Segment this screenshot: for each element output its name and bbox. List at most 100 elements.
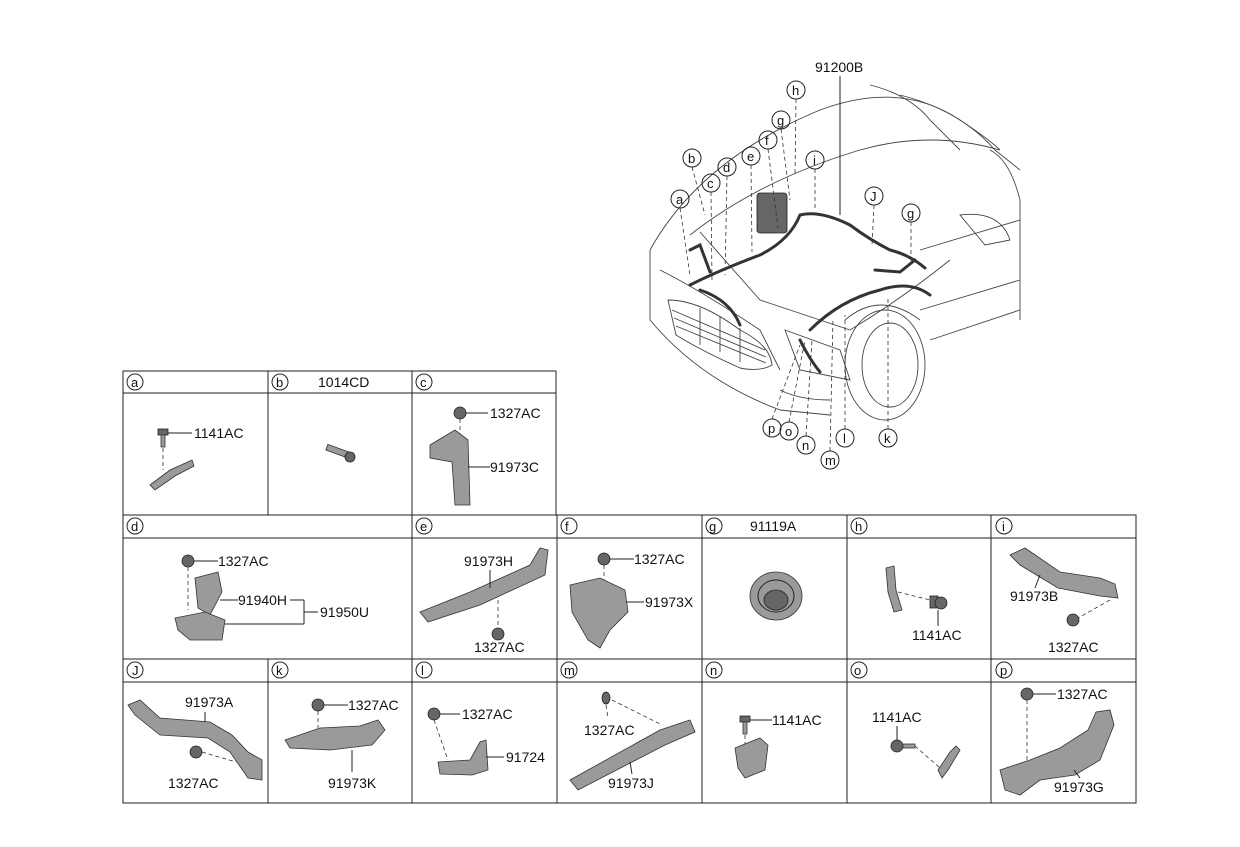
cell-m: m 1327AC 91973J xyxy=(560,661,696,791)
callouts: a b c d e f g h i J g p o n m l k xyxy=(670,80,921,470)
protector-icon xyxy=(284,719,386,751)
protector-icon xyxy=(429,429,471,506)
callout-g: g xyxy=(771,110,791,201)
svg-text:c: c xyxy=(707,176,714,191)
grid-row-1 xyxy=(122,370,557,516)
svg-text:g: g xyxy=(777,113,784,128)
callout-h: h xyxy=(786,80,806,176)
bolt-icon xyxy=(929,595,948,610)
svg-text:91940H: 91940H xyxy=(238,592,287,608)
cell-o: o 1141AC xyxy=(850,661,961,779)
bracket-icon xyxy=(937,745,961,779)
callout-i: i xyxy=(805,150,825,210)
junction-block-icon xyxy=(174,611,226,641)
svg-text:1327AC: 1327AC xyxy=(634,551,685,567)
svg-text:1327AC: 1327AC xyxy=(1048,639,1099,655)
svg-text:d: d xyxy=(131,519,138,534)
protector-icon xyxy=(127,699,263,781)
nut-icon xyxy=(1020,687,1034,701)
svg-text:c: c xyxy=(420,375,427,390)
nut-icon xyxy=(427,707,441,721)
callout-f: f xyxy=(758,130,779,229)
cell-b-header: 1014CD xyxy=(318,374,369,390)
svg-text:1327AC: 1327AC xyxy=(490,405,541,421)
callout-n: n xyxy=(796,339,816,455)
cell-J: J 91973A 1327AC xyxy=(126,661,263,791)
svg-text:b: b xyxy=(276,375,283,390)
callout-J: J xyxy=(864,186,884,246)
cell-p: p 1327AC 91973G xyxy=(995,661,1115,796)
nut-icon xyxy=(597,552,611,566)
nut-icon xyxy=(311,698,325,712)
svg-text:1327AC: 1327AC xyxy=(168,775,219,791)
front-wheel xyxy=(844,304,926,421)
svg-text:d: d xyxy=(723,160,730,175)
svg-text:91973C: 91973C xyxy=(490,459,539,475)
callout-l: l xyxy=(835,315,855,448)
svg-text:b: b xyxy=(688,151,695,166)
cell-l: l 1327AC 91724 xyxy=(415,661,545,776)
svg-text:1141AC: 1141AC xyxy=(772,712,822,728)
nut-icon xyxy=(601,691,611,705)
cell-c: c 1327AC 91973C xyxy=(415,373,541,506)
callout-g2: g xyxy=(901,203,921,262)
wiring-harness xyxy=(688,192,932,374)
clip-icon xyxy=(325,443,356,463)
callout-o: o xyxy=(779,339,806,441)
svg-text:g: g xyxy=(907,206,914,221)
grid-row-3 xyxy=(122,658,1137,804)
protector-icon xyxy=(569,719,696,791)
svg-text:91973G: 91973G xyxy=(1054,779,1104,795)
car-illustration xyxy=(649,84,1021,421)
cell-k: k 1327AC 91973K xyxy=(271,661,399,791)
nut-icon xyxy=(189,745,203,759)
callout-a: a xyxy=(670,189,691,276)
callout-c: c xyxy=(701,173,721,281)
svg-text:h: h xyxy=(792,83,799,98)
cell-a: a 1141AC xyxy=(126,373,244,491)
svg-text:1141AC: 1141AC xyxy=(194,425,244,441)
nut-icon xyxy=(1066,613,1080,627)
callout-d: d xyxy=(717,157,737,276)
cell-d: d 1327AC 91940H 91950U xyxy=(126,517,369,641)
bolt-icon xyxy=(157,428,169,448)
svg-text:1327AC: 1327AC xyxy=(474,639,525,655)
bracket-icon xyxy=(885,565,903,613)
callout-k: k xyxy=(878,298,898,448)
bracket-icon xyxy=(149,459,195,491)
cover-icon xyxy=(194,571,223,616)
callout-e: e xyxy=(741,146,761,253)
cell-i: i 91973B 1327AC xyxy=(995,517,1119,655)
svg-text:o: o xyxy=(854,663,861,678)
svg-text:91724: 91724 xyxy=(506,749,545,765)
svg-text:91973B: 91973B xyxy=(1010,588,1058,604)
cell-b: b 1014CD xyxy=(271,373,369,463)
svg-text:f: f xyxy=(565,519,569,534)
svg-text:l: l xyxy=(843,431,846,446)
main-harness-label: 91200B xyxy=(815,59,863,75)
svg-text:91973K: 91973K xyxy=(328,775,377,791)
svg-text:l: l xyxy=(421,663,424,678)
svg-text:91973H: 91973H xyxy=(464,553,513,569)
cell-e: e 91973H 1327AC xyxy=(415,517,549,655)
svg-text:91973J: 91973J xyxy=(608,775,654,791)
svg-text:n: n xyxy=(710,663,717,678)
grommet-icon xyxy=(749,571,803,621)
cell-f: f 1327AC 91973X xyxy=(560,517,694,649)
svg-text:n: n xyxy=(802,438,809,453)
svg-text:a: a xyxy=(131,375,139,390)
svg-text:f: f xyxy=(765,133,769,148)
svg-text:91950U: 91950U xyxy=(320,604,369,620)
svg-text:1327AC: 1327AC xyxy=(1057,686,1108,702)
svg-text:1327AC: 1327AC xyxy=(462,706,513,722)
svg-text:91973X: 91973X xyxy=(645,594,694,610)
callout-b: b xyxy=(682,148,706,216)
cell-g: g 91119A xyxy=(705,517,803,621)
protector-icon xyxy=(999,709,1115,796)
svg-text:1327AC: 1327AC xyxy=(584,722,635,738)
cell-h: h 1141AC xyxy=(850,517,962,643)
bolt-icon xyxy=(890,739,916,753)
svg-text:J: J xyxy=(132,663,139,678)
svg-text:m: m xyxy=(825,453,836,468)
svg-text:e: e xyxy=(747,149,754,164)
